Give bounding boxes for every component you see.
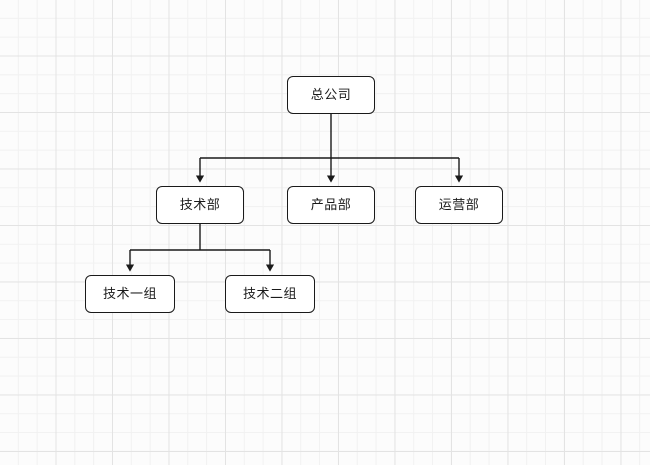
node-operations-department[interactable]: 运营部: [415, 186, 503, 224]
node-tech-group-two[interactable]: 技术二组: [225, 275, 315, 313]
node-root[interactable]: 总公司: [287, 76, 375, 114]
node-tech-department-label: 技术部: [179, 197, 221, 213]
node-root-label: 总公司: [310, 87, 352, 103]
node-tech-department[interactable]: 技术部: [156, 186, 244, 224]
node-tech-group-one[interactable]: 技术一组: [85, 275, 175, 313]
node-product-department[interactable]: 产品部: [287, 186, 375, 224]
node-tech-group-two-label: 技术二组: [242, 286, 297, 302]
node-tech-group-one-label: 技术一组: [102, 286, 157, 302]
node-operations-department-label: 运营部: [438, 197, 480, 213]
node-product-department-label: 产品部: [310, 197, 352, 213]
